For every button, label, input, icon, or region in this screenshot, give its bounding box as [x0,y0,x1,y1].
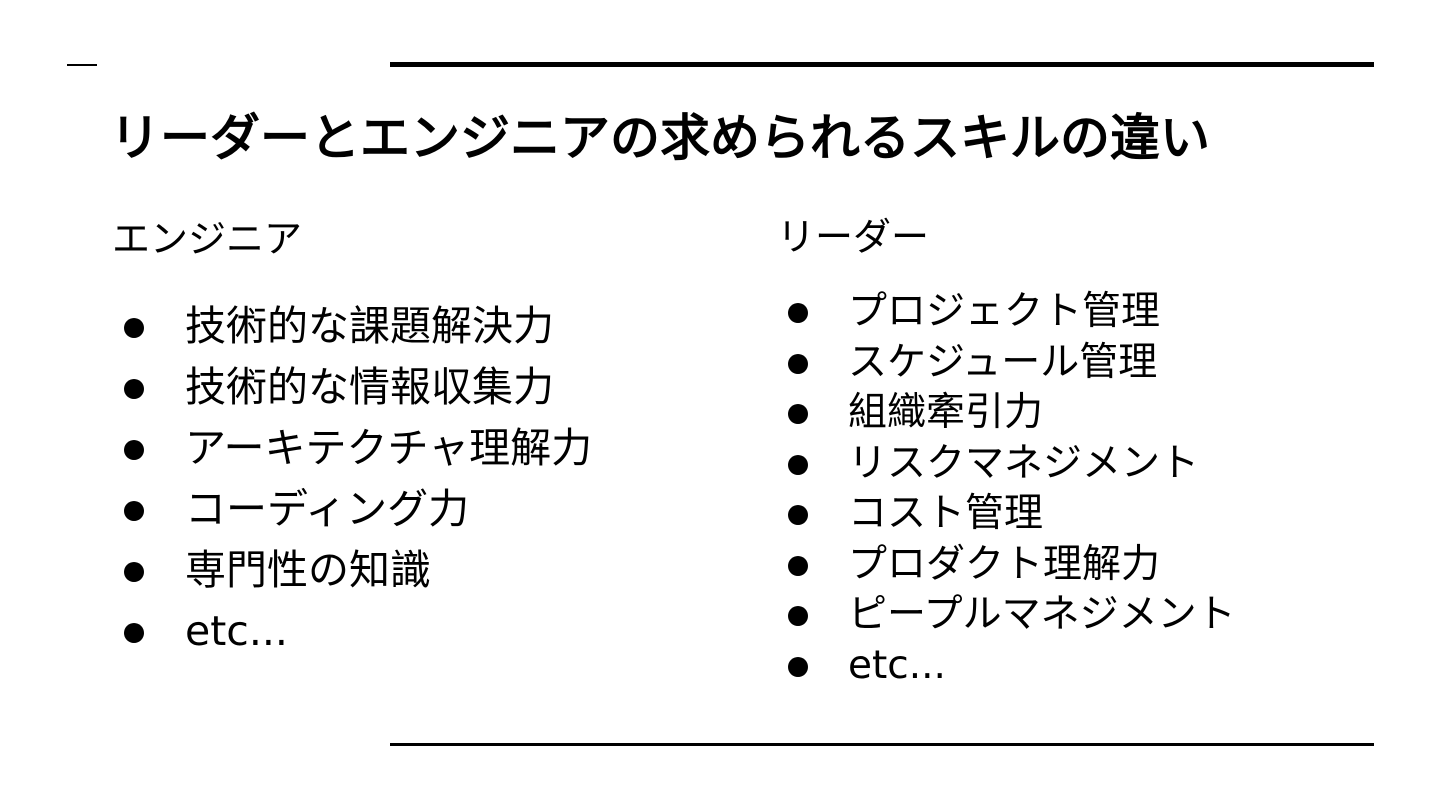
list-item-label: プロダクト理解力 [848,541,1161,587]
bullet-icon [124,562,144,582]
bullet-icon [124,623,144,643]
list-item-label: 技術的な課題解決力 [185,302,554,350]
list-item-label: 組織牽引力 [848,390,1044,435]
list-item-label: プロジェクト管理 [848,289,1161,334]
bullet-icon [788,505,808,525]
leader-heading: リーダー [777,215,930,259]
bottom-divider-rule [390,743,1374,746]
bullet-icon [788,353,808,374]
slide-title: リーダーとエンジニアの求められるスキルの違い [110,109,1210,167]
bullet-icon [788,555,808,576]
list-item-label: コーディング力 [185,485,470,533]
bullet-icon [124,318,144,338]
bullet-icon [788,454,808,475]
list-item-label: 専門性の知識 [185,546,431,594]
bullet-icon [788,656,808,677]
bullet-icon [124,440,144,460]
list-item-label: スケジュール管理 [848,339,1158,385]
bullet-icon [124,379,144,399]
bullet-icon [788,404,808,424]
bullet-icon [788,606,808,626]
engineer-heading: エンジニア [112,217,303,261]
decorative-short-rule [67,64,97,66]
list-item-label: アーキテクチャ理解力 [185,424,593,472]
top-divider-rule [390,62,1374,67]
list-item-label: リスクマネジメント [848,440,1200,486]
list-item-label: コスト管理 [848,491,1044,536]
bullet-icon [788,303,808,323]
list-item-label: etc... [185,607,288,655]
list-item-label: 技術的な情報収集力 [185,363,554,411]
list-item-label: etc... [848,642,946,688]
bullet-icon [124,501,144,521]
list-item-label: ピープルマネジメント [848,592,1236,637]
